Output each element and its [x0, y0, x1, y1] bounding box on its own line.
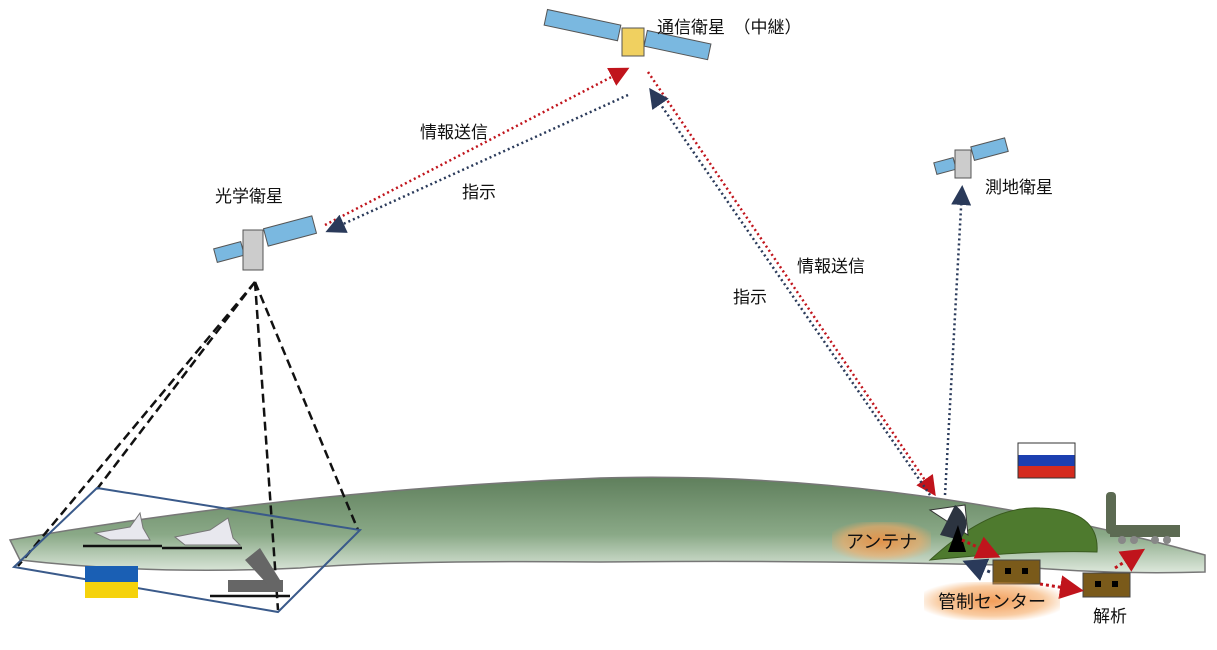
launcher-icon [228, 548, 283, 592]
russia-flag [1017, 442, 1076, 479]
right-command-label: 指示 [733, 288, 767, 308]
coverage-cone [17, 281, 360, 611]
command-arrow-left [325, 93, 629, 233]
send-arrow-right [646, 71, 936, 497]
coverage-area [11, 486, 363, 614]
comm-satellite-icon [543, 8, 712, 61]
control-center-bunker [992, 559, 1041, 585]
optical-satellite-icon [213, 215, 318, 271]
geodetic-satellite-label: 測地衛星 [985, 178, 1053, 198]
comm-satellite-label: 通信衛星 （中継） [657, 18, 802, 38]
optical-satellite-label: 光学衛星 [215, 187, 283, 207]
antenna-icon [928, 504, 969, 552]
geodetic-satellite-icon [933, 137, 1009, 179]
left-command-label: 指示 [462, 183, 496, 203]
analysis-label: 解析 [1093, 607, 1127, 627]
command-arrow-geodetic [943, 185, 972, 496]
control-center-label: 管制センター [924, 582, 1060, 620]
ukraine-flag [85, 566, 138, 598]
missile-launcher-icon [1106, 492, 1180, 544]
hill [928, 507, 1098, 561]
send-arrow-left [324, 67, 630, 227]
aircraft-icon [93, 511, 242, 546]
analysis-bunker [1082, 572, 1131, 598]
antenna-label: アンテナ [832, 522, 932, 560]
command-arrow-right [649, 87, 932, 496]
left-send-label: 情報送信 [420, 123, 488, 143]
right-send-label: 情報送信 [797, 257, 865, 277]
